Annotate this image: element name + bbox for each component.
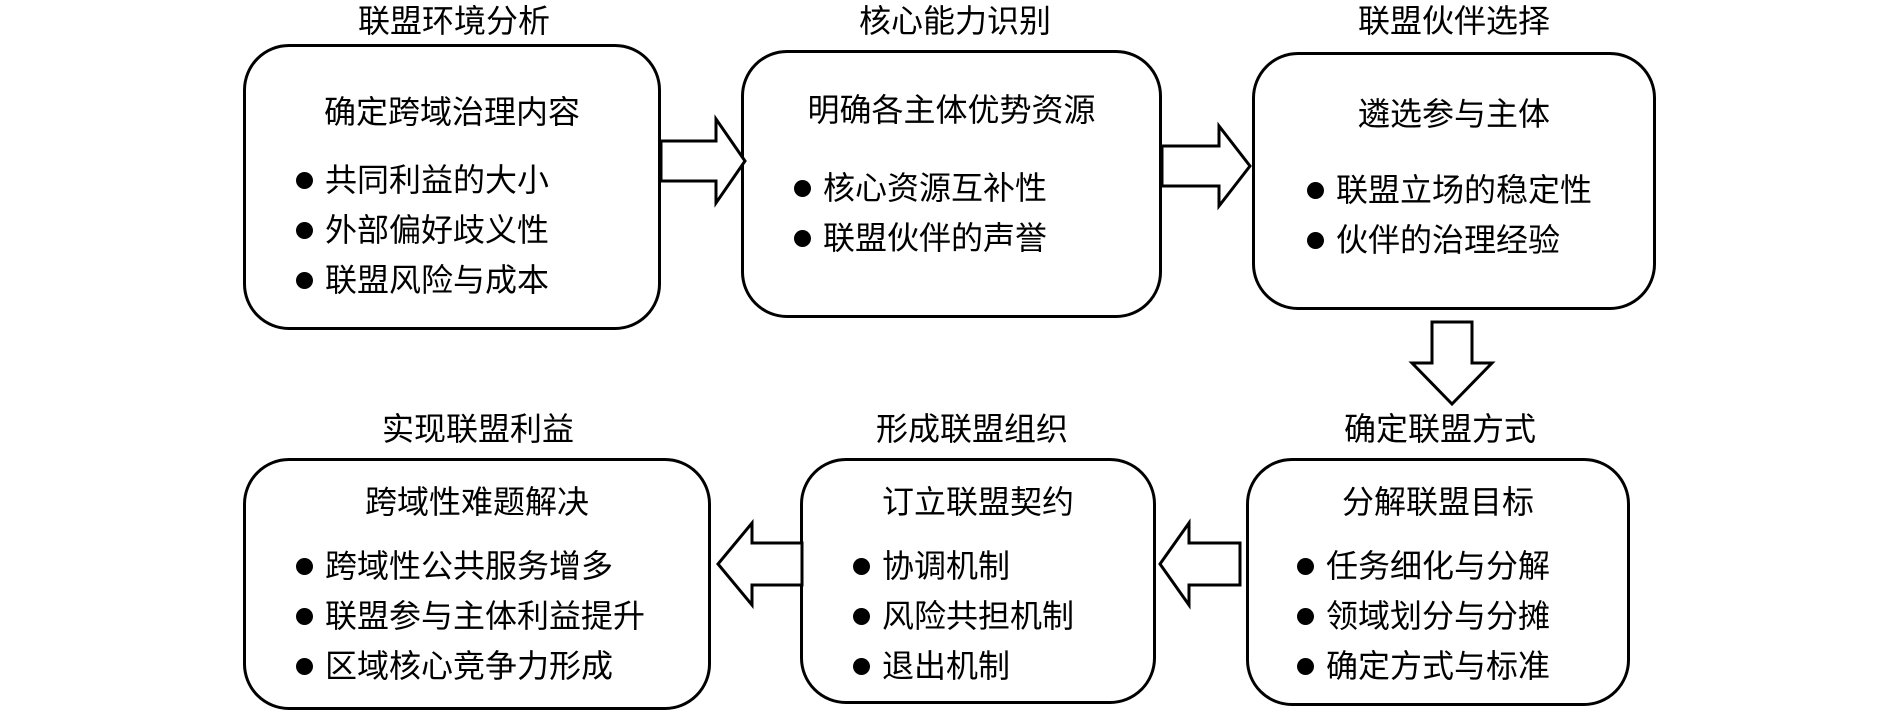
bullet-dot-icon	[296, 607, 313, 625]
bullet-dot-icon	[1307, 181, 1324, 199]
stage-1-bullet-list: 共同利益的大小 外部偏好歧义性 联盟风险与成本	[296, 155, 549, 305]
stage-2-bullet-list: 核心资源互补性 联盟伙伴的声誉	[794, 163, 1047, 263]
bullet-item: 任务细化与分解	[1297, 541, 1550, 591]
bullet-item: 联盟风险与成本	[296, 255, 549, 305]
stage-2-title: 核心能力识别	[858, 2, 1052, 40]
bullet-dot-icon	[296, 271, 313, 289]
stage-1-title: 联盟环境分析	[357, 2, 551, 40]
bullet-text: 领域划分与分摊	[1326, 597, 1551, 635]
bullet-dot-icon	[1297, 557, 1314, 575]
bullet-text: 伙伴的治理经验	[1336, 221, 1561, 259]
bullet-dot-icon	[853, 657, 870, 675]
bullet-text: 共同利益的大小	[325, 161, 550, 199]
arrow-down-icon	[1408, 320, 1496, 407]
bullet-text: 联盟参与主体利益提升	[325, 597, 646, 635]
bullet-text: 确定方式与标准	[1326, 647, 1551, 685]
bullet-item: 协调机制	[853, 541, 1074, 591]
stage-3-box: 遴选参与主体 联盟立场的稳定性 伙伴的治理经验	[1252, 52, 1656, 310]
bullet-text: 外部偏好歧义性	[325, 211, 550, 249]
arrow-left-1-icon	[1158, 518, 1242, 610]
bullet-dot-icon	[1297, 607, 1314, 625]
bullet-item: 核心资源互补性	[794, 163, 1047, 213]
bullet-text: 退出机制	[882, 647, 1011, 685]
bullet-text: 任务细化与分解	[1326, 547, 1551, 585]
bullet-item: 联盟立场的稳定性	[1307, 165, 1592, 215]
stage-3-heading: 遴选参与主体	[1357, 95, 1550, 133]
bullet-item: 确定方式与标准	[1297, 641, 1550, 691]
bullet-text: 联盟伙伴的声誉	[823, 219, 1048, 257]
bullet-item: 区域核心竞争力形成	[296, 641, 645, 691]
stage-4-box: 分解联盟目标 任务细化与分解 领域划分与分摊 确定方式与标准	[1246, 458, 1630, 706]
bullet-text: 联盟风险与成本	[325, 261, 550, 299]
bullet-text: 跨域性公共服务增多	[325, 547, 614, 585]
bullet-dot-icon	[296, 171, 313, 189]
bullet-text: 协调机制	[882, 547, 1011, 585]
stage-5-bullet-list: 协调机制 风险共担机制 退出机制	[853, 541, 1074, 691]
bullet-dot-icon	[296, 221, 313, 239]
bullet-text: 核心资源互补性	[823, 169, 1048, 207]
bullet-item: 伙伴的治理经验	[1307, 215, 1592, 265]
stage-4-title: 确定联盟方式	[1343, 410, 1537, 448]
arrow-right-2-icon	[1160, 121, 1252, 211]
bullet-item: 领域划分与分摊	[1297, 591, 1550, 641]
stage-2-box: 明确各主体优势资源 核心资源互补性 联盟伙伴的声誉	[741, 50, 1162, 318]
bullet-dot-icon	[1307, 231, 1324, 249]
stage-5-title: 形成联盟组织	[875, 410, 1069, 448]
stage-6-box: 跨域性难题解决 跨域性公共服务增多 联盟参与主体利益提升 区域核心竞争力形成	[243, 458, 711, 710]
stage-6-title: 实现联盟利益	[381, 410, 575, 448]
stage-6-bullet-list: 跨域性公共服务增多 联盟参与主体利益提升 区域核心竞争力形成	[296, 541, 645, 691]
bullet-item: 共同利益的大小	[296, 155, 549, 205]
bullet-item: 退出机制	[853, 641, 1074, 691]
bullet-dot-icon	[853, 557, 870, 575]
stage-6-heading: 跨域性难题解决	[364, 483, 589, 521]
bullet-dot-icon	[296, 557, 313, 575]
stage-5-heading: 订立联盟契约	[881, 483, 1074, 521]
arrow-left-2-icon	[716, 518, 804, 610]
stage-3-title: 联盟伙伴选择	[1357, 2, 1551, 40]
bullet-dot-icon	[794, 229, 811, 247]
bullet-dot-icon	[296, 657, 313, 675]
arrow-right-1-icon	[659, 114, 747, 208]
stage-1-box: 确定跨域治理内容 共同利益的大小 外部偏好歧义性 联盟风险与成本	[243, 44, 661, 330]
stage-4-bullet-list: 任务细化与分解 领域划分与分摊 确定方式与标准	[1297, 541, 1550, 691]
stage-4-heading: 分解联盟目标	[1341, 483, 1534, 521]
stage-3-bullet-list: 联盟立场的稳定性 伙伴的治理经验	[1307, 165, 1592, 265]
bullet-item: 外部偏好歧义性	[296, 205, 549, 255]
stage-5-box: 订立联盟契约 协调机制 风险共担机制 退出机制	[800, 458, 1156, 704]
bullet-dot-icon	[853, 607, 870, 625]
stage-1-heading: 确定跨域治理内容	[323, 93, 580, 131]
stage-2-heading: 明确各主体优势资源	[807, 91, 1096, 129]
bullet-item: 风险共担机制	[853, 591, 1074, 641]
bullet-item: 跨域性公共服务增多	[296, 541, 645, 591]
bullet-dot-icon	[794, 179, 811, 197]
bullet-text: 风险共担机制	[882, 597, 1075, 635]
bullet-text: 联盟立场的稳定性	[1336, 171, 1593, 209]
bullet-dot-icon	[1297, 657, 1314, 675]
bullet-text: 区域核心竞争力形成	[325, 647, 614, 685]
bullet-item: 联盟伙伴的声誉	[794, 213, 1047, 263]
bullet-item: 联盟参与主体利益提升	[296, 591, 645, 641]
